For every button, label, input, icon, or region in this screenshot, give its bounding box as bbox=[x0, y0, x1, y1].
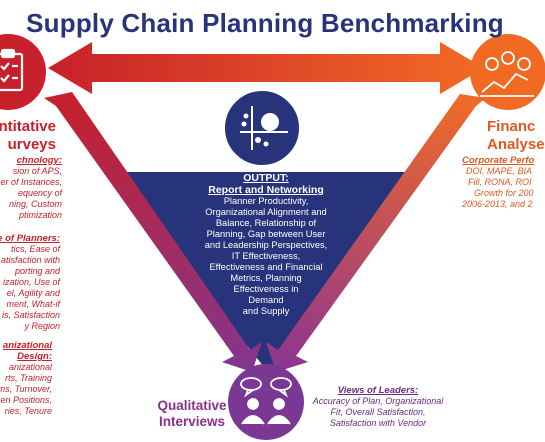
corporate-performance-line: 2006-2013, and 2 bbox=[462, 199, 533, 209]
output-triangle bbox=[108, 172, 422, 372]
views-of-leaders-header: Views of Leaders: bbox=[337, 385, 419, 396]
planners-line: is, Satisfaction bbox=[1, 310, 60, 320]
technology-line: ning, Custom bbox=[8, 199, 62, 209]
page-title: Supply Chain Planning Benchmarking bbox=[26, 8, 504, 38]
corporate-performance-block: Corporate Perfo DOI, MAPE, BIA Fill, RON… bbox=[462, 155, 535, 210]
qualitative-icon-circle bbox=[228, 364, 304, 440]
planners-line: ment, What-if bbox=[6, 299, 60, 309]
planners-line: el, Agility and bbox=[6, 288, 60, 298]
people-speech-bubbles-icon bbox=[240, 377, 292, 425]
planners-block: e of Planners: tics, Ease of atisfaction… bbox=[0, 233, 60, 332]
planners-line: atisfaction with bbox=[0, 255, 60, 265]
output-block: OUTPUT: Report and Networking Planner Pr… bbox=[198, 172, 334, 317]
output-line: Effectiveness in bbox=[233, 284, 299, 294]
org-design-header: anizational bbox=[2, 340, 52, 351]
scatter-dots-icon bbox=[240, 106, 288, 150]
output-line: Demand bbox=[248, 295, 284, 305]
planners-line: ization, Use of bbox=[2, 277, 60, 287]
qualitative-label: Qualitative Interviews bbox=[150, 398, 234, 430]
financial-chart-icon bbox=[480, 51, 534, 97]
arrow-right bbox=[266, 94, 486, 372]
planners-line: tics, Ease of bbox=[10, 244, 60, 254]
output-icon-circle bbox=[223, 89, 301, 167]
views-of-leaders-line: Satisfaction with Vendor bbox=[329, 418, 427, 428]
financial-label: Financ Analyse bbox=[487, 118, 545, 154]
quantitative-label: ntitative urveys bbox=[0, 118, 56, 154]
qualitative-label-line-2: Interviews bbox=[158, 414, 226, 429]
arrow-left bbox=[44, 92, 262, 372]
quantitative-icon-circle bbox=[0, 34, 46, 110]
technology-block: chnology: sion of APS, er of Instances, … bbox=[0, 155, 62, 221]
output-line: and Supply bbox=[242, 306, 290, 316]
corporate-performance-line: Growth for 200 bbox=[474, 188, 534, 198]
output-line: Organizational Alignment and bbox=[205, 207, 327, 217]
views-of-leaders-line: Accuracy of Plan, Organizational bbox=[312, 396, 444, 406]
financial-icon-circle bbox=[470, 34, 545, 110]
org-design-header: Design: bbox=[17, 351, 52, 362]
financial-label-line-1: Financ bbox=[487, 118, 536, 135]
output-line: Balance, Relationship of bbox=[215, 218, 317, 228]
qualitative-label-line-1: Qualitative bbox=[157, 398, 227, 413]
quantitative-label-line-1: ntitative bbox=[0, 118, 56, 135]
org-design-line: rts, Training bbox=[5, 373, 52, 383]
org-design-line: en Positions, bbox=[0, 395, 52, 405]
corporate-performance-header: Corporate Perfo bbox=[462, 155, 535, 166]
org-design-line: ries, Tenure bbox=[4, 406, 52, 416]
views-of-leaders-block: Views of Leaders: Accuracy of Plan, Orga… bbox=[298, 385, 458, 429]
output-line: Metrics, Planning bbox=[230, 273, 302, 283]
org-design-line: anizational bbox=[8, 362, 52, 372]
output-line: Planner Productivity, bbox=[223, 196, 309, 206]
quantitative-label-line-2: urveys bbox=[7, 136, 56, 153]
output-subheader: Report and Networking bbox=[208, 184, 324, 196]
technology-line: er of Instances, bbox=[0, 177, 62, 187]
org-design-block: anizational Design: anizational rts, Tra… bbox=[0, 340, 52, 417]
views-of-leaders-line: Fit, Overall Satisfaction, bbox=[330, 407, 426, 417]
planners-line: porting and bbox=[14, 266, 60, 276]
arrow-top bbox=[48, 42, 484, 94]
output-line: IT Effectiveness, bbox=[231, 251, 301, 261]
output-header: OUTPUT: bbox=[243, 172, 289, 184]
output-line: and Leadership Perspectives, bbox=[204, 240, 328, 250]
clipboard-checklist-icon bbox=[0, 48, 24, 92]
output-line: Effectiveness and Financial bbox=[209, 262, 323, 272]
diagram bbox=[0, 34, 545, 440]
financial-label-line-2: Analyse bbox=[487, 136, 545, 153]
technology-line: ptimization bbox=[18, 210, 62, 220]
corporate-performance-line: Fill, RONA, ROI bbox=[468, 177, 532, 187]
planners-line: y Region bbox=[24, 321, 60, 331]
planners-header: e of Planners: bbox=[0, 233, 60, 244]
technology-header: chnology: bbox=[16, 155, 62, 166]
technology-line: sion of APS, bbox=[12, 166, 62, 176]
corporate-performance-line: DOI, MAPE, BIA bbox=[466, 166, 533, 176]
output-line: Planning, Gap between User bbox=[206, 229, 326, 239]
org-design-line: ams, Turnover, bbox=[0, 384, 52, 394]
technology-line: equency of bbox=[17, 188, 62, 198]
